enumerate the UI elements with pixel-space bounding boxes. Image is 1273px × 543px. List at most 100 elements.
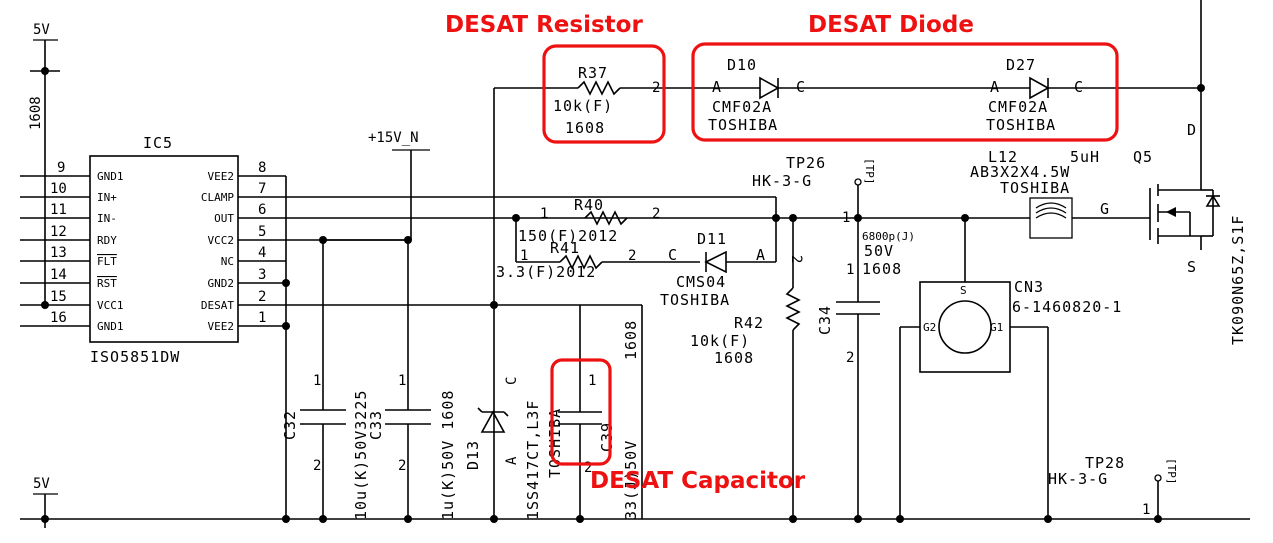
d10-diode: D10 A C CMF02A TOSHIBA bbox=[708, 56, 1030, 134]
ic5-pin-11: 11 bbox=[50, 202, 67, 218]
ic5-desat: DESAT bbox=[201, 299, 234, 312]
p15v-rail: +15V_N bbox=[319, 130, 430, 244]
desat-diode-label: DESAT Diode bbox=[808, 12, 974, 38]
r37-ref: R37 bbox=[578, 64, 608, 82]
l12-part: AB3X2X4.5W bbox=[970, 163, 1070, 181]
ic5-pin-5: 5 bbox=[258, 224, 266, 240]
tp28-pin1: 1 bbox=[1142, 502, 1150, 518]
d11-part: CMS04 bbox=[676, 273, 726, 291]
tp28-part: HK-3-G bbox=[1048, 470, 1108, 488]
ic5-pin-16: 16 bbox=[50, 310, 67, 326]
c32-value: 10u(K)50V3225 bbox=[352, 390, 370, 520]
d27-c: C bbox=[1074, 78, 1084, 96]
d27-ref: D27 bbox=[1006, 56, 1036, 74]
r37-resistor: R37 2 10k(F) 1608 bbox=[553, 64, 760, 137]
r37-pin2: 2 bbox=[652, 80, 660, 96]
tp26-part: HK-3-G bbox=[752, 172, 812, 190]
ic5-pin-8: 8 bbox=[258, 160, 266, 176]
d27-diode: D27 A C CMF02A TOSHIBA bbox=[986, 56, 1201, 134]
ic5-vcc1: VCC1 bbox=[97, 299, 124, 312]
tp28-testpoint: TP28 HK-3-G [TP] 1 bbox=[1048, 454, 1178, 519]
desat-capacitor-box bbox=[550, 358, 612, 466]
c33-capacitor: 1 2 C33 1u(K)50V 1608 bbox=[367, 240, 457, 520]
r37-pkg: 1608 bbox=[565, 119, 605, 137]
desat-resistor-label: DESAT Resistor bbox=[445, 12, 643, 38]
ic5-in-minus: IN- bbox=[97, 212, 117, 225]
ic5-pin-2: 2 bbox=[258, 289, 266, 305]
c39-ref: C39 bbox=[598, 422, 616, 452]
q5-ref: Q5 bbox=[1133, 148, 1153, 166]
c33-value: 1u(K)50V 1608 bbox=[439, 390, 457, 520]
ic5-pin-4: 4 bbox=[258, 245, 266, 261]
q5-part: TK090N65Z,S1F bbox=[1229, 215, 1247, 345]
d10-c: C bbox=[796, 78, 806, 96]
l12-ref: L12 bbox=[988, 148, 1018, 166]
ic5-pin-1: 1 bbox=[258, 310, 266, 326]
c39-pin2: 2 bbox=[584, 460, 592, 476]
c33-pin2: 2 bbox=[398, 458, 406, 474]
d13-diode: D13 A C 1SS417CT,L3F TOSHIBA bbox=[464, 377, 564, 520]
ic5-rst: RST bbox=[97, 277, 117, 290]
c34-capacitor: 6800p(J) 50V 1 1608 C34 2 bbox=[816, 218, 915, 519]
tp26-ref: TP26 bbox=[786, 154, 826, 172]
r41-ref: R41 bbox=[550, 239, 580, 257]
c32-ref: C32 bbox=[281, 410, 299, 440]
c34-value: 6800p(J) bbox=[862, 230, 915, 243]
r42-pkg: 1608 bbox=[714, 349, 754, 367]
d27-part: CMF02A bbox=[988, 98, 1048, 116]
cn3-g2: G2 bbox=[923, 321, 936, 334]
bottom-5v-label: 5V bbox=[33, 476, 50, 492]
ic5-pin-3: 3 bbox=[258, 267, 266, 283]
top-5v-label: 5V bbox=[33, 22, 50, 38]
ic5-flt: FLT bbox=[97, 255, 117, 268]
ic5-nc: NC bbox=[221, 255, 234, 268]
d13-ref: D13 bbox=[464, 440, 482, 470]
r42-resistor: 2 R42 10k(F) 1608 bbox=[690, 218, 804, 519]
ic5-clamp: CLAMP bbox=[201, 191, 234, 204]
gate-net bbox=[776, 214, 1030, 222]
q5-g: G bbox=[1100, 200, 1110, 218]
tp28-tag: [TP] bbox=[1165, 458, 1178, 485]
ic5-ref: IC5 bbox=[143, 134, 173, 152]
desat-annotations: DESAT Resistor DESAT Diode DESAT Capacit… bbox=[445, 12, 1119, 494]
r41-pin2: 2 bbox=[628, 248, 636, 264]
c33-pin1: 1 bbox=[398, 373, 406, 389]
vee2-bus bbox=[282, 176, 290, 523]
d11-a: A bbox=[756, 246, 766, 264]
ic5-vee2-b: VEE2 bbox=[208, 320, 235, 333]
tp26-tag: [TP] bbox=[863, 158, 876, 185]
ic5-pin-7: 7 bbox=[258, 181, 266, 197]
l12-value: 5uH bbox=[1070, 148, 1100, 166]
d11-ref: D11 bbox=[697, 230, 727, 248]
ic5-pin-6: 6 bbox=[258, 202, 266, 218]
ic5-vee2-a: VEE2 bbox=[208, 170, 235, 183]
cn3-g1: G1 bbox=[990, 321, 1003, 334]
d13-mfr: TOSHIBA bbox=[546, 408, 564, 478]
d10-mfr: TOSHIBA bbox=[708, 116, 778, 134]
d10-part: CMF02A bbox=[712, 98, 772, 116]
ic5-out: OUT bbox=[214, 212, 234, 225]
r40-ref: R40 bbox=[574, 196, 604, 214]
desat-net bbox=[490, 87, 643, 519]
ic5-pin-15: 15 bbox=[50, 289, 67, 305]
d11-mfr: TOSHIBA bbox=[660, 291, 730, 309]
c39-pin1: 1 bbox=[588, 373, 596, 389]
ic5-pin-10: 10 bbox=[50, 181, 67, 197]
ic5-in-plus: IN+ bbox=[97, 191, 117, 204]
ic5-gnd1-b: GND1 bbox=[97, 320, 124, 333]
q5-mosfet: Q5 D S TK090N65Z,S1F bbox=[1133, 121, 1247, 345]
left-1608-label: 1608 bbox=[28, 96, 44, 130]
r37-value: 10k(F) bbox=[553, 97, 613, 115]
l12-inductor: L12 5uH AB3X2X4.5W TOSHIBA G bbox=[970, 148, 1150, 239]
r40-value: 150(F)2012 bbox=[518, 227, 618, 245]
r40-pin1: 1 bbox=[540, 206, 548, 222]
c34-volt: 50V bbox=[864, 242, 894, 260]
desat-resistor-box bbox=[542, 44, 666, 144]
d11-c: C bbox=[668, 246, 678, 264]
ic5-vcc2: VCC2 bbox=[208, 234, 235, 247]
p15v-label: +15V_N bbox=[368, 130, 419, 146]
cn3-ref: CN3 bbox=[1014, 278, 1044, 296]
r41-pin1: 1 bbox=[520, 248, 528, 264]
q5-d: D bbox=[1187, 121, 1197, 139]
c34-pkg: 1608 bbox=[862, 260, 902, 278]
